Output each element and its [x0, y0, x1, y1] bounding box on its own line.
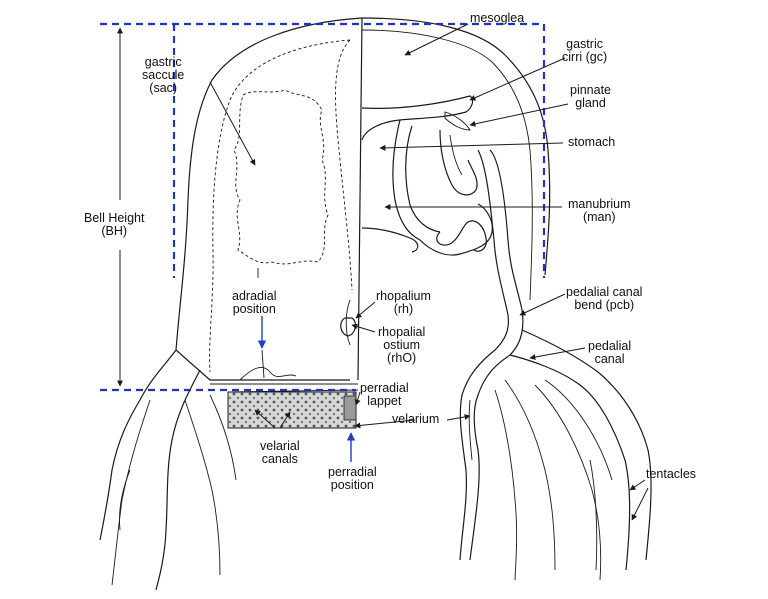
label-velarium: velarium — [392, 412, 440, 426]
leader-lines — [209, 23, 649, 521]
velarium-band — [210, 349, 359, 429]
label-mesoglea: mesoglea — [470, 11, 525, 25]
pedalia-left — [99, 349, 237, 591]
stomach-manubrium-shape — [361, 95, 493, 256]
bell-outline — [175, 17, 551, 381]
label-stomach: stomach — [568, 135, 616, 149]
label-rhopalium: rhopalium(rh) — [376, 289, 431, 316]
gastric-saccule-shape — [233, 89, 329, 278]
bell-height-box — [100, 22, 546, 392]
label-bell-height: Bell Height(BH) — [84, 210, 145, 240]
pedalia-right — [459, 149, 652, 581]
rhopalium-niche — [340, 299, 357, 346]
label-manubrium: manubrium(man) — [568, 197, 631, 224]
label-tentacles: tentacles — [646, 467, 697, 481]
